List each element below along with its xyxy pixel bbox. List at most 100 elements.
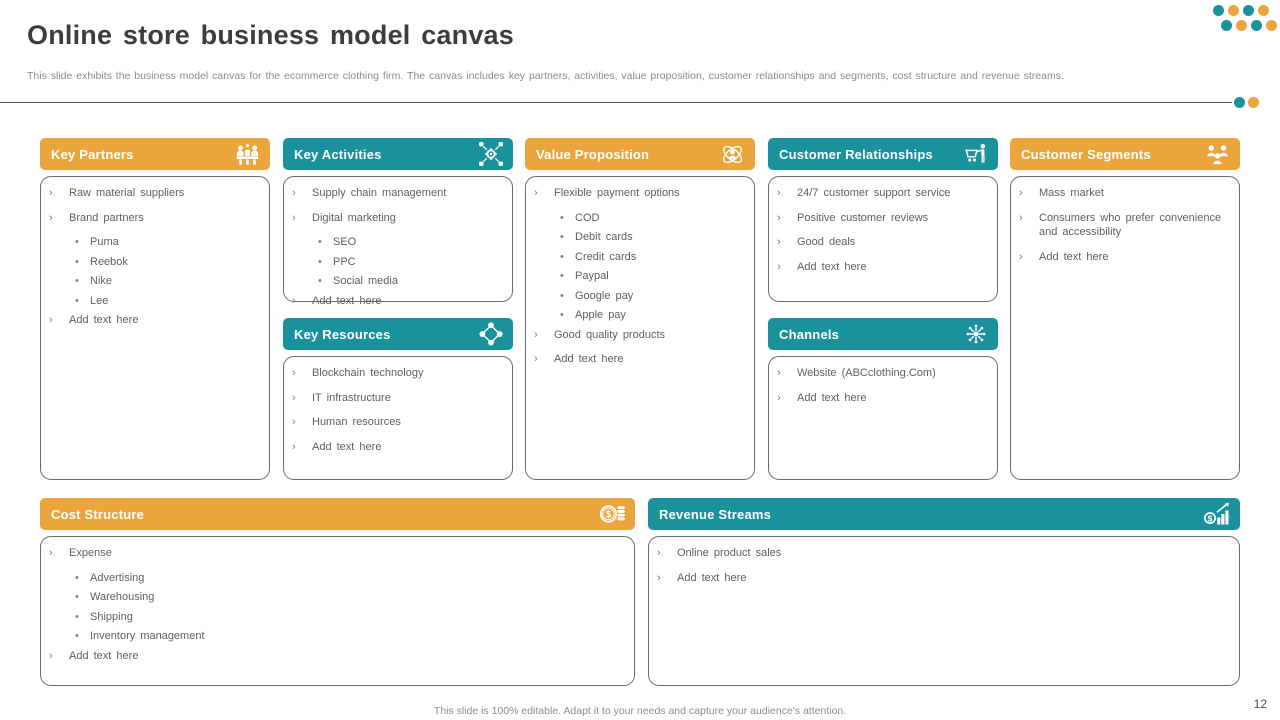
- section-title: Cost Structure: [51, 506, 145, 522]
- chevron-bullet-icon: ›: [1019, 211, 1023, 224]
- section-customer-segments: Customer Segments ›Mass market›Consumers…: [1010, 138, 1240, 480]
- dot-bullet-icon: •: [560, 211, 564, 224]
- list-item-text: Add text here: [677, 571, 747, 584]
- section-title: Key Resources: [294, 326, 391, 342]
- section-title: Customer Segments: [1021, 146, 1151, 162]
- list-item-text: Paypal: [575, 270, 609, 283]
- list-item: •Paypal: [560, 269, 748, 284]
- list-item: ›Online product sales: [657, 546, 1233, 561]
- list-item-text: Apple pay: [575, 309, 626, 322]
- list-item-text: Online product sales: [677, 547, 782, 559]
- section-title: Customer Relationships: [779, 146, 933, 162]
- list-item-text: Shipping: [90, 610, 133, 623]
- list-item: • Reebok: [75, 255, 263, 270]
- chevron-bullet-icon: ›: [1019, 187, 1023, 199]
- dot-bullet-icon: •: [560, 231, 564, 244]
- section-title: Key Partners: [51, 146, 134, 162]
- list-item-text: Lee: [90, 294, 109, 307]
- list-item-text: Warehousing: [90, 591, 155, 604]
- chevron-bullet-icon: ›: [777, 367, 781, 379]
- process-gear-icon: [478, 141, 504, 167]
- chevron-bullet-icon: ›: [777, 260, 781, 273]
- channels-hub-icon: [963, 321, 989, 347]
- section-header: Key Resources: [283, 318, 513, 350]
- list-item: › Mass market: [1019, 186, 1233, 201]
- list-item-text: Google pay: [575, 289, 634, 302]
- dot-bullet-icon: •: [75, 630, 79, 643]
- teal-dot: [1221, 20, 1232, 31]
- section-body: ›Raw material suppliers ›Brand partners • P…: [40, 176, 270, 480]
- page-number: 12: [1253, 697, 1267, 711]
- dot-bullet-icon: •: [75, 571, 79, 584]
- list-item-text: Add text here: [69, 649, 139, 662]
- section-header: Cost Structure $: [40, 498, 635, 530]
- section-title: Key Activities: [294, 146, 382, 162]
- section-header: Revenue Streams $: [648, 498, 1240, 530]
- list-item-text: Reebok: [90, 255, 128, 268]
- list-item: ›Positive customer reviews: [777, 211, 991, 226]
- dot-bullet-icon: •: [560, 289, 564, 302]
- chevron-bullet-icon: ›: [292, 391, 296, 404]
- dot-bullet-icon: •: [75, 255, 79, 268]
- section-title: Revenue Streams: [659, 506, 772, 522]
- list-item: › Good deals: [777, 235, 991, 250]
- dot-bullet-icon: •: [318, 275, 322, 288]
- section-body: ›Supply chain management›Digital marketi…: [283, 176, 513, 307]
- page-title: Online store business model canvas: [27, 20, 514, 50]
- chevron-bullet-icon: ›: [777, 236, 781, 249]
- svg-text:$: $: [606, 510, 612, 521]
- teal-dot: [1234, 97, 1245, 108]
- section-channels: Channels ›Website (ABCclothing.Com)›Add …: [768, 318, 998, 480]
- meeting-icon: [234, 141, 261, 168]
- list-item-text: Flexible payment options: [554, 187, 680, 199]
- list-item: •Warehousing: [75, 590, 628, 605]
- dot-bullet-icon: •: [75, 610, 79, 623]
- chevron-bullet-icon: ›: [292, 211, 296, 224]
- dot-bullet-icon: •: [318, 236, 322, 249]
- section-body: ›Mass market›Consumers who prefer conven…: [1010, 176, 1240, 480]
- list-item: •Inventory management: [75, 629, 628, 644]
- chevron-bullet-icon: ›: [777, 391, 781, 404]
- list-item: ›Brand partners: [49, 211, 263, 226]
- revenue-growth-icon: $: [1203, 500, 1231, 528]
- list-item-text: COD: [575, 211, 600, 224]
- list-item: ›IT infrastructure: [292, 391, 506, 406]
- list-item: • Apple pay: [560, 308, 748, 323]
- teal-dot: [1251, 20, 1262, 31]
- chevron-bullet-icon: ›: [49, 547, 53, 559]
- chevron-bullet-icon: ›: [534, 328, 538, 341]
- money-stack-icon: $: [598, 500, 626, 528]
- orange-dot: [1248, 97, 1259, 108]
- list-item: ›Raw material suppliers: [49, 186, 263, 201]
- section-key-partners: Key Partners ›Raw material suppliers ›Bra…: [40, 138, 270, 480]
- slide-subtitle: This slide exhibits the business model c…: [27, 70, 1064, 82]
- list-item-text: Mass market: [1039, 187, 1104, 199]
- list-item: ›Add text here: [49, 313, 263, 328]
- value-atom-icon: [719, 141, 746, 168]
- list-item-text: Expense: [69, 547, 112, 559]
- list-item: › Expense: [49, 546, 628, 561]
- list-item-text: Supply chain management: [312, 187, 447, 199]
- list-item-text: Social media: [333, 275, 398, 288]
- list-item: ›Human resources: [292, 415, 506, 430]
- list-item-text: Add text here: [312, 440, 382, 453]
- chevron-bullet-icon: ›: [49, 187, 53, 199]
- dot-bullet-icon: •: [560, 309, 564, 322]
- dot-bullet-icon: •: [75, 275, 79, 288]
- chevron-bullet-icon: ›: [292, 440, 296, 453]
- list-item-text: 24/7 customer support service: [797, 187, 951, 199]
- section-header: Value Proposition: [525, 138, 755, 170]
- list-item-text: Good deals: [797, 236, 856, 249]
- orange-dot: [1266, 20, 1277, 31]
- list-item: •Lee: [75, 294, 263, 309]
- chevron-bullet-icon: ›: [1019, 250, 1023, 263]
- list-item: ›Supply chain management: [292, 186, 506, 201]
- list-item-text: Add text here: [797, 391, 867, 404]
- list-item-text: Add text here: [69, 314, 139, 327]
- list-item: › Add text here: [777, 391, 991, 406]
- orange-dot: [1258, 5, 1269, 16]
- list-item-text: Add text here: [1039, 250, 1109, 263]
- list-item-text: Credit cards: [575, 250, 637, 263]
- list-item-text: Add text here: [312, 294, 382, 307]
- list-item-text: Puma: [90, 236, 119, 249]
